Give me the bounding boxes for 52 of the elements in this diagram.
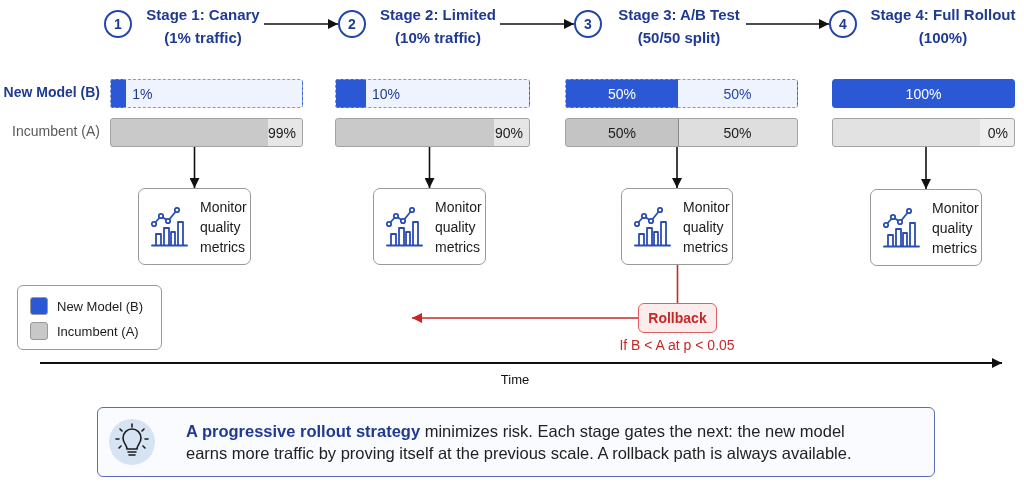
percent-label: 1% <box>132 85 153 102</box>
card-text: Monitor quality metrics <box>435 197 483 257</box>
axis-label: Time <box>500 372 530 387</box>
note-panel <box>97 407 935 477</box>
traffic-bar <box>565 79 798 108</box>
monitor-card <box>138 188 251 265</box>
percent-label: 50% <box>608 124 637 141</box>
card-text: Monitor quality metrics <box>932 198 980 258</box>
step-number: 3 <box>574 10 602 38</box>
condition-text: If B < A at p < 0.05 <box>619 337 735 353</box>
step-number: 1 <box>104 10 132 38</box>
traffic-bar <box>335 79 530 108</box>
monitor-card <box>870 189 982 266</box>
percent-label: 0% <box>987 124 1008 141</box>
stage-title: Stage 4: Full Rollout (100%) <box>869 5 1017 48</box>
monitor-card <box>621 188 733 265</box>
traffic-bar <box>110 118 303 147</box>
traffic-bar <box>832 118 1015 147</box>
traffic-bar <box>565 118 798 147</box>
traffic-bar <box>832 79 1015 108</box>
traffic-bar <box>110 79 303 108</box>
card-text: Monitor quality metrics <box>200 197 248 257</box>
legend-text: Incumbent (A) <box>57 323 139 339</box>
percent-label: 90% <box>494 124 523 141</box>
stage-title: Stage 3: A/B Test (50/50 split) <box>617 5 741 48</box>
arrow <box>921 146 931 190</box>
rollback-tag: Rollback <box>638 303 717 333</box>
arrow <box>189 146 200 189</box>
legend-text: New Model (B) <box>57 298 143 314</box>
traffic-bar <box>335 118 530 147</box>
arrow <box>745 19 830 29</box>
percent-label: 99% <box>267 124 296 141</box>
step-number: 4 <box>829 10 857 38</box>
percent-label: 50% <box>608 85 637 102</box>
percent-label: 50% <box>723 85 752 102</box>
arrow <box>672 146 682 189</box>
step-number: 2 <box>338 10 366 38</box>
percent-label: 50% <box>723 124 752 141</box>
card-text: Monitor quality metrics <box>683 197 731 257</box>
stage-title: Stage 1: Canary (1% traffic) <box>145 5 261 48</box>
arrow <box>499 19 575 29</box>
arrow <box>263 19 339 29</box>
note-text: A progressive rollout strategy minimizes risk. Each stage gates the next: the new model earns more traffic by proving itself at the previous scale. A rollback path is always available. <box>186 421 853 464</box>
row-label: Incumbent (A) <box>12 123 100 139</box>
arrow <box>424 146 435 189</box>
percent-label: 100% <box>905 85 942 102</box>
row-label: New Model (B) <box>3 84 100 100</box>
percent-label: 10% <box>371 85 400 102</box>
arrow <box>411 313 639 323</box>
connector-line <box>676 264 679 304</box>
stage-title: Stage 2: Limited (10% traffic) <box>379 5 497 48</box>
monitor-card <box>373 188 486 265</box>
